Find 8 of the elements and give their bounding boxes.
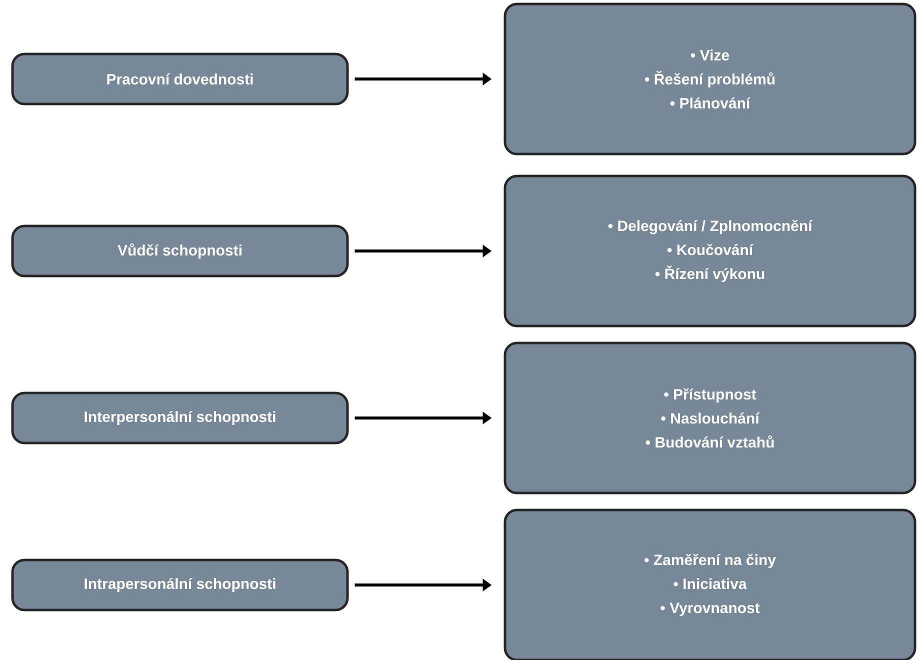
detail-box: • Vize • Řešení problémů • Plánování bbox=[504, 2, 916, 156]
detail-box: • Přístupnost • Naslouchání • Budování vztahů bbox=[504, 342, 916, 494]
skill-box: Intrapersonální schopnosti bbox=[11, 558, 349, 612]
detail-box: • Delegování / Zplnomocnění • Koučování • Řízení výkonu bbox=[504, 174, 916, 328]
skill-box: Pracovní dovednosti bbox=[11, 52, 349, 106]
skill-box: Vůdčí schopnosti bbox=[11, 224, 349, 278]
detail-box: • Zaměření na činy • Iniciativa • Vyrovnanost bbox=[504, 508, 916, 660]
skill-box: Interpersonální schopnosti bbox=[11, 392, 349, 444]
